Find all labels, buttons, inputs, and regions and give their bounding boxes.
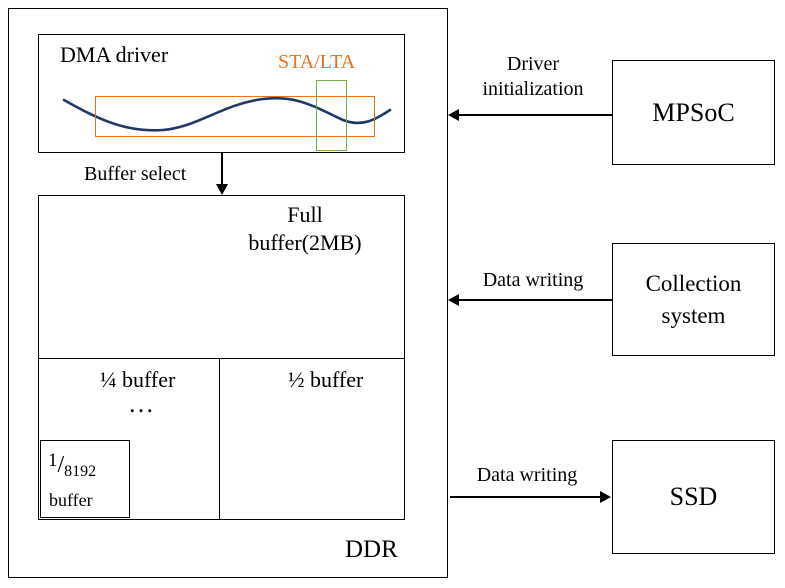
buffer-select-arrow-shaft — [221, 153, 223, 185]
ssd-label: SSD — [669, 482, 718, 511]
tiny-buffer-box — [40, 440, 130, 518]
tiny-buffer-denominator: 8192 — [64, 463, 97, 480]
collection-system-box: Collection system — [612, 243, 775, 356]
data-writing-in-arrow-shaft — [458, 299, 612, 301]
tiny-buffer-numerator: 1 — [48, 450, 58, 471]
driver-init-arrow-shaft — [458, 114, 612, 116]
seismic-waveform — [62, 96, 392, 132]
buffer-select-arrow-head — [216, 184, 228, 195]
sta-lta-label: STA/LTA — [278, 51, 356, 73]
buffer-horizontal-divider — [38, 358, 405, 360]
ddr-label: DDR — [345, 536, 398, 563]
tiny-buffer-label: buffer — [49, 490, 93, 510]
driver-init-arrow-head — [448, 109, 459, 121]
data-writing-in-label: Data writing — [482, 269, 584, 291]
mpsoc-box: MPSoC — [612, 60, 775, 165]
buffer-ellipsis: … — [128, 389, 154, 418]
driver-init-label: Driver initialization — [458, 52, 608, 102]
buffer-vertical-divider — [219, 358, 221, 520]
full-buffer-line2: buffer(2MB) — [248, 229, 362, 255]
buffer-box — [38, 195, 405, 520]
driver-init-line1: Driver — [506, 53, 560, 75]
driver-init-line2: initialization — [482, 78, 584, 100]
ddr-container-box — [8, 8, 448, 578]
full-buffer-label: Full buffer(2MB) — [205, 201, 405, 256]
full-buffer-line1: Full — [287, 202, 323, 227]
half-buffer-label: ½ buffer — [288, 367, 364, 392]
dma-driver-label: DMA driver — [60, 42, 169, 67]
data-writing-in-arrow-head — [448, 294, 459, 306]
tiny-buffer-fraction: 1/8192 — [48, 449, 96, 482]
mpsoc-label: MPSoC — [652, 97, 735, 127]
quarter-buffer-label: ¼ buffer — [100, 367, 176, 392]
collection-line2: system — [661, 302, 726, 328]
lta-window-rect — [95, 96, 375, 137]
collection-system-label: Collection system — [646, 268, 742, 330]
ssd-box: SSD — [612, 440, 775, 554]
sta-window-rect — [316, 80, 347, 151]
data-writing-out-label: Data writing — [476, 464, 578, 486]
buffer-select-label: Buffer select — [84, 163, 187, 185]
tiny-buffer-slash: / — [57, 452, 65, 478]
data-writing-out-arrow-head — [600, 491, 611, 503]
collection-line1: Collection — [645, 271, 742, 297]
dma-driver-box — [38, 34, 405, 153]
data-writing-out-arrow-shaft — [450, 496, 602, 498]
